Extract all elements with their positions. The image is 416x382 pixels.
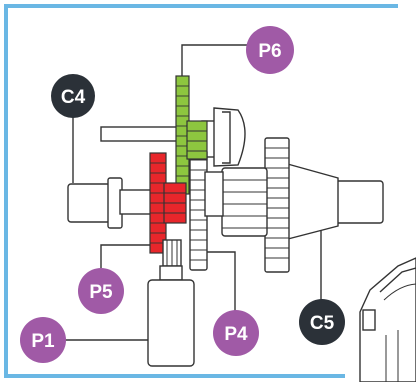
leader-p5 xyxy=(101,245,155,268)
c5-shaft-right xyxy=(335,181,383,223)
upper-shaft xyxy=(101,108,245,166)
c5-shaft-assembly xyxy=(222,138,383,272)
callout-p4-label: P4 xyxy=(224,324,248,345)
callout-c5-label: C5 xyxy=(310,313,335,334)
callout-c5: C5 xyxy=(299,299,345,345)
callout-p6: P6 xyxy=(246,26,294,74)
callout-c4: C4 xyxy=(51,74,95,118)
c5-hub xyxy=(222,168,267,236)
callout-p4: P4 xyxy=(213,310,259,356)
c4-shaft-left xyxy=(68,184,110,222)
c5-tapered-section xyxy=(284,163,338,240)
partial-housing xyxy=(360,258,416,382)
callout-p5-label: P5 xyxy=(89,282,113,303)
callout-p6-label: P6 xyxy=(258,41,281,62)
callout-p1-label: P1 xyxy=(31,331,55,352)
callout-p1: P1 xyxy=(20,317,66,363)
p1-motor-body xyxy=(148,280,194,366)
c4-shaft-assembly xyxy=(68,178,160,228)
leader-p6 xyxy=(182,45,249,76)
leader-p4 xyxy=(203,252,235,313)
p1-motor xyxy=(148,240,194,366)
callout-c4-label: C4 xyxy=(61,87,86,108)
housing-tab xyxy=(363,310,375,330)
callout-p5: P5 xyxy=(78,268,124,314)
p4-hub xyxy=(205,172,223,216)
p1-motor-neck xyxy=(160,266,182,280)
p6-gear-side xyxy=(187,121,207,159)
